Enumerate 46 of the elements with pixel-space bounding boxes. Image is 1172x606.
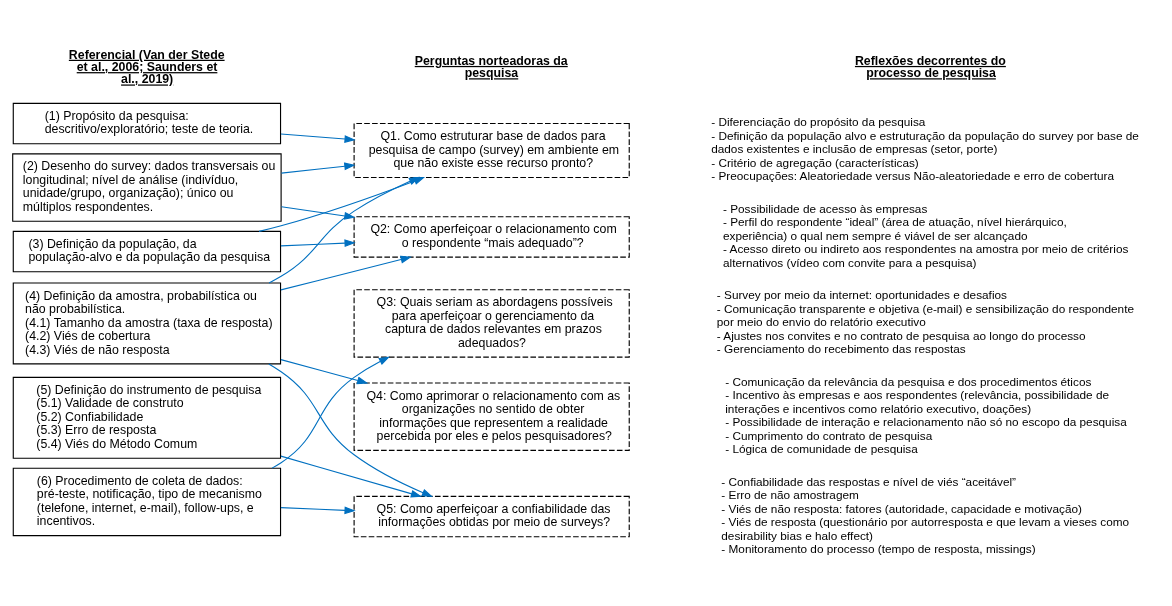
node-label: - Ajustes nos convites e no contrato de pesquisa ao longo do processo	[716, 328, 1086, 342]
arrow	[280, 205, 356, 220]
arrow	[280, 161, 356, 174]
node-label: - Incentivo às empresas e aos respondentes (relevância, possibilidade de interações e incentivos como relatório executivo, doações)	[725, 387, 1110, 415]
node-label: - Survey por meio da internet: oportunidades e desafios	[716, 287, 1007, 301]
arrow	[268, 176, 421, 283]
node-label: - Critério de agregação (características)	[711, 155, 919, 169]
node-box: Q3: Quais seriam as abordagens possíveis para aperfeiçoar o gerenciamento da captura de dados relevantes em prazos adequados?	[353, 288, 630, 358]
node-label: - Cumprimento do contrato de pesquisa	[725, 428, 933, 442]
node-label: - Possibilidade de acesso às empresas	[723, 201, 928, 215]
node-box: Q1. Como estruturar base de dados para pesquisa de campo (survey) em ambiente em que não existe esse recurso pronto?	[353, 122, 630, 178]
node-box: (6) Procedimento de coleta de dados: pré-teste, notificação, tipo de mecanismo (telefone, internet, e-mail), follow-ups, e incentivos.	[12, 467, 282, 536]
node-box: Q4: Como aprimorar o relacionamento com as organizações no sentido de obter informações que representem a realidade percebida por eles e pelos pesquisadores?	[353, 381, 630, 451]
node-label: - Viés de não resposta: fatores (autoridade, capacidade e motivação)	[721, 501, 1082, 515]
arrow	[271, 356, 391, 469]
node-label: - Possibilidade de interação e relacionamento não só no escopo da pesquisa	[725, 414, 1127, 428]
node-box: (2) Desenho do survey: dados transversais ou longitudinal; nível de análise (indivíduo, unidade/grupo, organização); único ou múltiplos respondentes.	[12, 152, 282, 222]
label: Referencial (Van der Stede et al., 2006; Saunders et al., 2019)	[68, 47, 225, 86]
label: Perguntas norteadoras da pesquisa	[414, 53, 568, 80]
node-label: - Erro de não amostragem	[721, 487, 859, 501]
arrow	[280, 238, 356, 247]
node-label: - Comunicação da relevância da pesquisa e dos procedimentos éticos	[725, 374, 1092, 388]
arrow	[280, 358, 369, 384]
node-label: - Lógica de comunidade de pesquisa	[725, 441, 918, 455]
node-box: Q5: Como aperfeiçoar a confiabilidade das informações obtidas por meio de surveys?	[353, 495, 630, 537]
arrow	[280, 505, 356, 514]
node-label: - Preocupações: Aleatoriedade versus Não-aleatoriedade e erro de cobertura	[711, 168, 1114, 182]
node-box: (4) Definição da amostra, probabilística ou não probabilística. (4.1) Tamanho da amostra (taxa de resposta) (4.2) Viés de cobertura (4.3) Viés de não resposta	[12, 281, 282, 364]
node-label: - Comunicação transparente e objetiva (e-mail) e sensibilização do respondente por meio do envio do relatório executivo	[716, 301, 1134, 328]
node-label: - Confiabilidade das respostas e nível de viés “aceitável”	[721, 474, 1017, 488]
node-box: (3) Definição da população, da população-alvo e da população da pesquisa	[12, 230, 282, 272]
node-label: - Diferenciação do propósito da pesquisa	[711, 114, 926, 128]
arrow	[268, 362, 434, 497]
label: Reflexões decorrentes do processo de pesquisa	[854, 53, 1006, 80]
node-label: - Acesso direto ou indireto aos respondentes na amostra por meio de critérios alternativos (vídeo com convite para a pesquisa)	[723, 241, 1129, 269]
arrow	[280, 132, 356, 143]
node-label: - Perfil do respondente “ideal” (área de atuação, nível hierárquico, experiência) o qual nem sempre é viável de ser alcançado	[723, 214, 1067, 242]
node-box: (1) Propósito da pesquisa: descritivo/exploratório; teste de teoria.	[12, 102, 282, 144]
node-label: - Definição da população alvo e estruturação da população do survey por base de dados existentes e inclusão de empresas (setor, porte)	[711, 128, 1139, 155]
node-box: (5) Definição do instrumento de pesquisa (5.1) Validade de construto (5.2) Confiabilidade (5.3) Erro de resposta (5.4) Viés do Método Comum	[12, 376, 282, 459]
arrow	[280, 455, 423, 497]
node-label: - Viés de resposta (questionário por autorresposta e que levam a vieses como desirability bias e halo effect)	[721, 514, 1130, 541]
node-label: - Monitoramento do processo (tempo de resposta, missings)	[721, 541, 1036, 555]
node-label: - Gerenciamento do recebimento das respostas	[716, 341, 966, 355]
arrow	[280, 255, 412, 290]
node-box: Q2: Como aperfeiçoar o relacionamento com o respondente “mais adequado”?	[353, 215, 630, 258]
